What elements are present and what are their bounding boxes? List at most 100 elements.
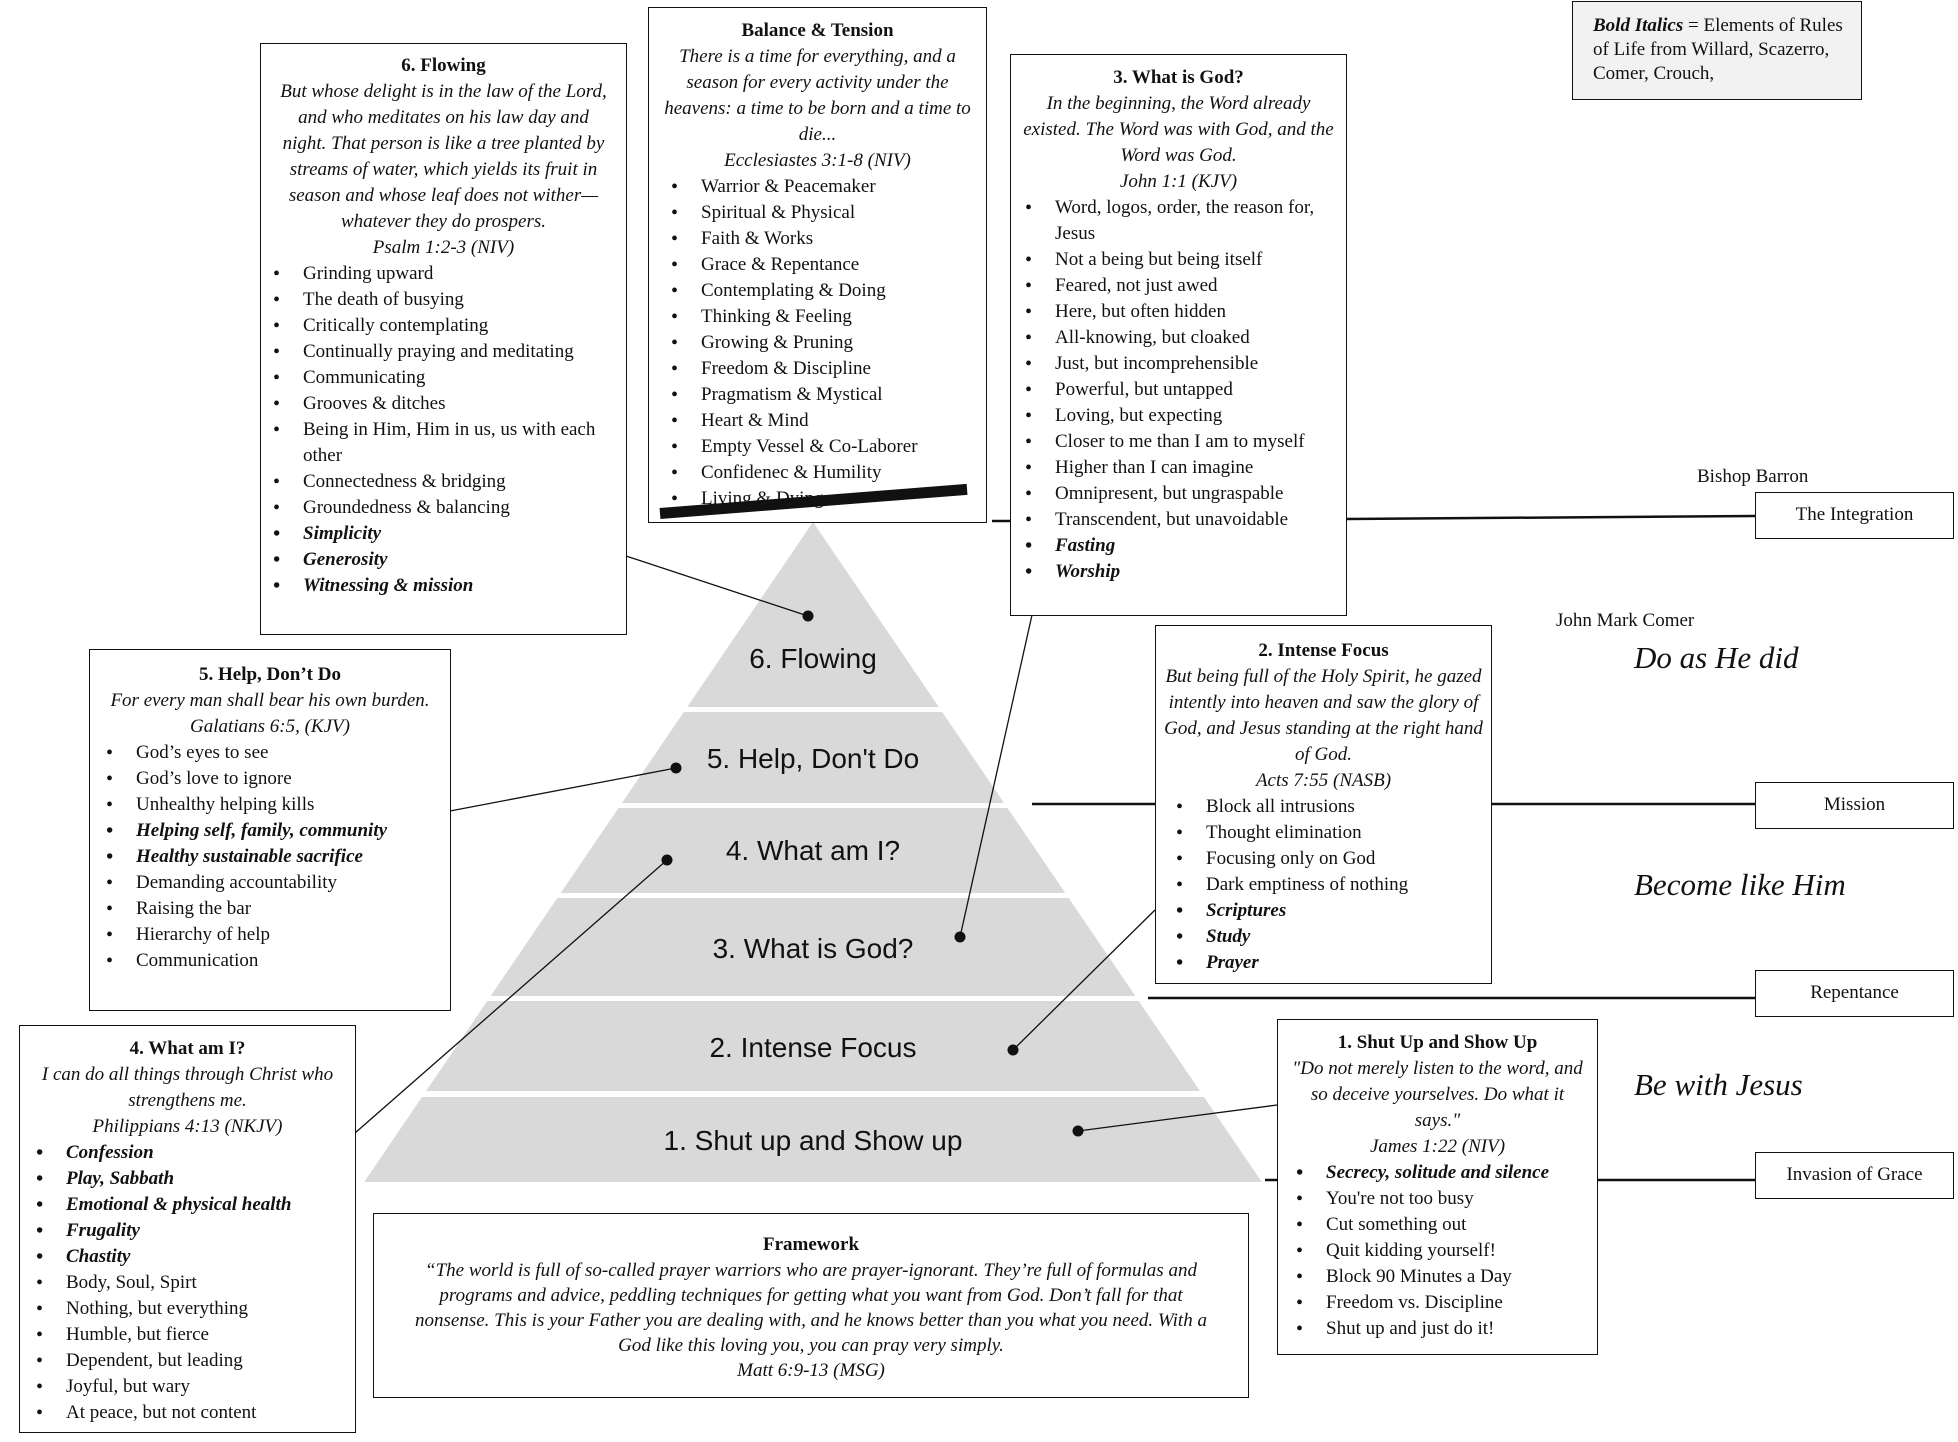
box-title: 2. Intense Focus bbox=[1258, 640, 1389, 661]
list-item: Thinking & Feeling bbox=[671, 304, 976, 330]
list-item: Being in Him, Him in us, us with each ot… bbox=[273, 417, 620, 469]
pyramid-tier-4 bbox=[560, 808, 1066, 893]
box-list: Grinding upwardThe death of busyingCriti… bbox=[267, 261, 620, 599]
list-item: Prayer bbox=[1176, 950, 1483, 976]
list-item: Worship bbox=[1025, 559, 1338, 585]
list-item: Just, but incomprehensible bbox=[1025, 351, 1338, 377]
list-item: Witnessing & mission bbox=[273, 573, 620, 599]
list-item: Word, logos, order, the reason for, Jesu… bbox=[1025, 195, 1338, 247]
list-item: All-knowing, but cloaked bbox=[1025, 325, 1338, 351]
list-item: At peace, but not content bbox=[36, 1400, 349, 1426]
pyramid-tier-label: 3. What is God? bbox=[713, 933, 914, 964]
box-quote: "Do not merely listen to the word, and s… bbox=[1292, 1058, 1583, 1131]
box-reference: Philippians 4:13 (NKJV) bbox=[92, 1116, 283, 1137]
list-item: Body, Soul, Spirt bbox=[36, 1270, 349, 1296]
list-item: Unhealthy helping kills bbox=[106, 792, 444, 818]
list-item: Groundedness & balancing bbox=[273, 495, 620, 521]
connector-shut-up bbox=[1077, 1104, 1278, 1132]
label-be-with-jesus: Be with Jesus bbox=[1634, 1067, 1803, 1102]
pyramid-tier-3 bbox=[490, 898, 1136, 996]
box-list: Warrior & PeacemakerSpiritual & Physical… bbox=[659, 174, 976, 512]
box-list: Word, logos, order, the reason for, Jesu… bbox=[1019, 195, 1338, 585]
box-title: 5. Help, Don’t Do bbox=[199, 664, 341, 685]
connector-what-am-i bbox=[354, 859, 668, 1134]
box-reference: Matt 6:9-13 (MSG) bbox=[737, 1360, 885, 1381]
stage-the-integration: The Integration bbox=[1755, 492, 1954, 539]
connector-what-is-god bbox=[959, 614, 1033, 938]
box-list: Block all intrusionsThought eliminationF… bbox=[1164, 794, 1483, 976]
list-item: Raising the bar bbox=[106, 896, 444, 922]
stage-invasion-of-grace: Invasion of Grace bbox=[1755, 1152, 1954, 1199]
list-item: Not a being but being itself bbox=[1025, 247, 1338, 273]
list-item: Secrecy, solitude and silence bbox=[1296, 1160, 1591, 1186]
box-reference: Acts 7:55 (NASB) bbox=[1255, 770, 1392, 791]
box-title: 4. What am I? bbox=[129, 1038, 246, 1059]
list-item: Nothing, but everything bbox=[36, 1296, 349, 1322]
box-reference: Ecclesiastes 3:1-8 (NIV) bbox=[724, 150, 911, 171]
dot-what-is-god bbox=[954, 931, 966, 943]
box-framework: Framework “The world is full of so-calle… bbox=[373, 1213, 1249, 1398]
box-reference: John 1:1 (KJV) bbox=[1119, 171, 1238, 192]
list-item: Communicating bbox=[273, 365, 620, 391]
box-reference: Psalm 1:2-3 (NIV) bbox=[372, 237, 515, 258]
box-title: 6. Flowing bbox=[401, 55, 486, 76]
box-title: 3. What is God? bbox=[1113, 67, 1244, 88]
pyramid-tier-label: 6. Flowing bbox=[749, 643, 877, 674]
box-title: Balance & Tension bbox=[741, 20, 894, 41]
list-item: Faith & Works bbox=[671, 226, 976, 252]
box-title: Framework bbox=[762, 1234, 860, 1255]
box-list: ConfessionPlay, SabbathEmotional & physi… bbox=[26, 1140, 349, 1426]
box-title: 1. Shut Up and Show Up bbox=[1337, 1032, 1538, 1053]
label-bishop-barron: Bishop Barron bbox=[1697, 466, 1809, 487]
list-item: Here, but often hidden bbox=[1025, 299, 1338, 325]
list-item: Freedom vs. Discipline bbox=[1296, 1290, 1591, 1316]
box-balance-tension: Balance & Tension There is a time for ev… bbox=[648, 7, 987, 523]
connector-flowing bbox=[625, 555, 809, 617]
list-item: Thought elimination bbox=[1176, 820, 1483, 846]
list-item: Closer to me than I am to myself bbox=[1025, 429, 1338, 455]
list-item: Loving, but expecting bbox=[1025, 403, 1338, 429]
list-item: Grooves & ditches bbox=[273, 391, 620, 417]
box-reference: James 1:22 (NIV) bbox=[1369, 1136, 1506, 1157]
list-item: Study bbox=[1176, 924, 1483, 950]
list-item: Healthy sustainable sacrifice bbox=[106, 844, 444, 870]
box-what-am-i: 4. What am I? I can do all things throug… bbox=[19, 1025, 356, 1433]
box-list: God’s eyes to seeGod’s love to ignoreUnh… bbox=[96, 740, 444, 974]
list-item: Confession bbox=[36, 1140, 349, 1166]
list-item: Empty Vessel & Co-Laborer bbox=[671, 434, 976, 460]
connector-intense-focus bbox=[1012, 909, 1156, 1051]
box-quote: But whose delight is in the law of the L… bbox=[280, 81, 607, 232]
box-quote: In the beginning, the Word already exist… bbox=[1023, 93, 1334, 166]
list-item: Freedom & Discipline bbox=[671, 356, 976, 382]
list-item: Block 90 Minutes a Day bbox=[1296, 1264, 1591, 1290]
list-item: Connectedness & bridging bbox=[273, 469, 620, 495]
list-item: Emotional & physical health bbox=[36, 1192, 349, 1218]
line-integration-b bbox=[1345, 514, 1756, 521]
list-item: You're not too busy bbox=[1296, 1186, 1591, 1212]
list-item: Grace & Repentance bbox=[671, 252, 976, 278]
label-become-like-him: Become like Him bbox=[1634, 867, 1846, 902]
list-item: Fasting bbox=[1025, 533, 1338, 559]
list-item: Communication bbox=[106, 948, 444, 974]
list-item: Focusing only on God bbox=[1176, 846, 1483, 872]
list-item: Contemplating & Doing bbox=[671, 278, 976, 304]
list-item: Scriptures bbox=[1176, 898, 1483, 924]
list-item: Joyful, but wary bbox=[36, 1374, 349, 1400]
box-help-dont-do: 5. Help, Don’t Do For every man shall be… bbox=[89, 649, 451, 1011]
list-item: Helping self, family, community bbox=[106, 818, 444, 844]
dot-help bbox=[670, 762, 682, 774]
pyramid-tier-label: 4. What am I? bbox=[726, 835, 900, 866]
pyramid-tier-label: 1. Shut up and Show up bbox=[664, 1125, 963, 1156]
legend-bold-italics: Bold Italics bbox=[1593, 15, 1684, 36]
box-reference: Galatians 6:5, (KJV) bbox=[190, 716, 350, 737]
dot-what-am-i bbox=[661, 854, 673, 866]
list-item: Warrior & Peacemaker bbox=[671, 174, 976, 200]
connector-help bbox=[449, 767, 677, 812]
list-item: Continually praying and meditating bbox=[273, 339, 620, 365]
list-item: Critically contemplating bbox=[273, 313, 620, 339]
list-item: Growing & Pruning bbox=[671, 330, 976, 356]
box-list: Secrecy, solitude and silenceYou're not … bbox=[1284, 1160, 1591, 1342]
list-item: Chastity bbox=[36, 1244, 349, 1270]
list-item: Cut something out bbox=[1296, 1212, 1591, 1238]
list-item: The death of busying bbox=[273, 287, 620, 313]
